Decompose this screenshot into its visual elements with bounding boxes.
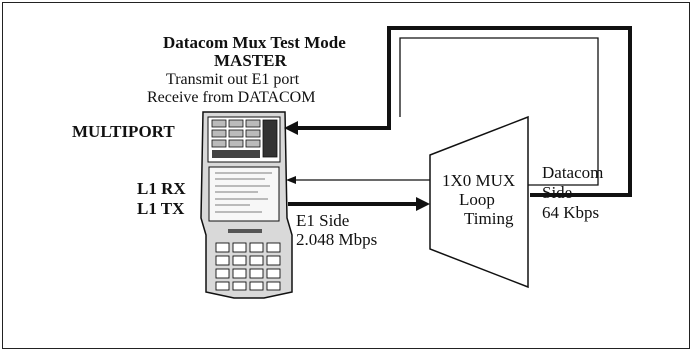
status-strip [212, 150, 260, 158]
datacom-loop-line [294, 26, 632, 197]
device-screen [208, 166, 280, 222]
diagram-title: Datacom Mux Test Mode [163, 33, 346, 52]
keypad [215, 242, 281, 291]
e1-side-label: E1 Side [296, 211, 350, 230]
multiport-label: MULTIPORT [72, 122, 175, 141]
l1-rx-label: L1 RX [137, 179, 186, 198]
datacom-label-line2: Side [542, 183, 573, 202]
test-set-device [200, 111, 293, 299]
thin-loop-line [399, 37, 599, 186]
l1-rx-arrow-head [286, 176, 296, 184]
l1-tx-arrow-head [416, 197, 430, 211]
datacom-label-line1: Datacom [542, 163, 604, 182]
mux-label-line2: Loop [459, 190, 495, 209]
multiport-arrow-head [284, 121, 298, 135]
mux-label-line1: 1X0 MUX [442, 171, 516, 190]
e1-rate-label: 2.048 Mbps [296, 230, 378, 249]
datacom-label-line3: 64 Kbps [542, 203, 600, 222]
l1-tx-label: L1 TX [137, 199, 185, 218]
mux-block [429, 115, 529, 289]
mode-label: MASTER [214, 51, 287, 70]
transmit-note: Transmit out E1 port [166, 71, 300, 88]
brand-strip [228, 229, 262, 233]
mux-label-line3: Timing [464, 209, 514, 228]
receive-note: Receive from DATACOM [147, 89, 316, 106]
diagram-frame [2, 2, 690, 349]
